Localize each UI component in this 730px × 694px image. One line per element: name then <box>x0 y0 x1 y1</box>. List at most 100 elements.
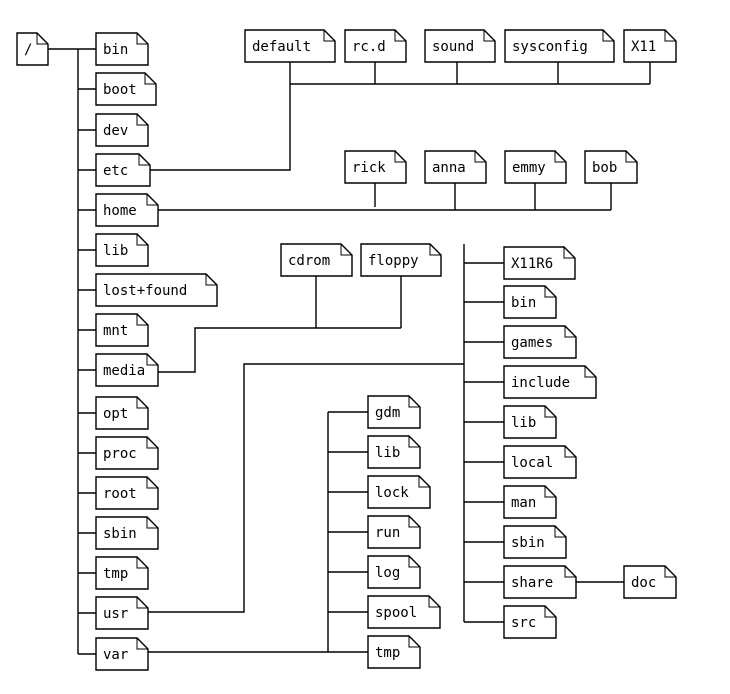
folder-node-usr-9-src: src <box>503 605 557 639</box>
folder-node-top_level-2-dev: dev <box>95 113 149 147</box>
dog-ear-icon <box>429 244 441 256</box>
node-box <box>623 565 677 599</box>
node-label: share <box>511 575 553 591</box>
node-box <box>424 150 487 184</box>
folder-node-top_level-0-bin: bin <box>95 32 149 66</box>
dog-ear-icon <box>340 244 352 256</box>
node-box <box>584 150 638 184</box>
node-box <box>95 596 149 630</box>
dog-ear-icon <box>138 154 150 166</box>
folder-node-var-4-log: log <box>367 555 421 589</box>
dog-ear-icon <box>146 194 158 206</box>
dog-ear-icon <box>408 516 420 528</box>
node-box <box>503 525 567 559</box>
node-label: anna <box>432 160 466 176</box>
node-box <box>623 29 677 63</box>
node-box <box>95 113 149 147</box>
folder-node-top_level-9-opt: opt <box>95 396 149 430</box>
node-box <box>503 246 576 280</box>
folder-node-etc-0-default: default <box>244 29 336 63</box>
node-box <box>503 485 557 519</box>
node-label: bin <box>103 42 128 58</box>
dog-ear-icon <box>554 526 566 538</box>
node-label: proc <box>103 446 137 462</box>
node-label: rick <box>352 160 386 176</box>
node-box <box>95 273 218 307</box>
dog-ear-icon <box>323 30 335 42</box>
dog-ear-icon <box>544 606 556 618</box>
folder-node-var-5-spool: spool <box>367 595 441 629</box>
folder-node-var-6-tmp: tmp <box>367 635 421 669</box>
node-label: lib <box>511 415 536 431</box>
folder-node-top_level-10-proc: proc <box>95 436 159 470</box>
node-box <box>95 556 149 590</box>
dog-ear-icon <box>584 366 596 378</box>
node-label: opt <box>103 406 128 422</box>
node-label: tmp <box>375 645 400 661</box>
folder-node-top_level-12-sbin: sbin <box>95 516 159 550</box>
node-box <box>424 29 496 63</box>
dog-ear-icon <box>146 477 158 489</box>
node-box <box>503 445 577 479</box>
folder-node-usr-8-share: share <box>503 565 577 599</box>
dog-ear-icon <box>483 30 495 42</box>
dog-ear-icon <box>144 73 156 85</box>
folder-node-etc-3-sysconfig: sysconfig <box>504 29 615 63</box>
dog-ear-icon <box>625 151 637 163</box>
folder-node-home-2-emmy: emmy <box>504 150 567 184</box>
node-label: sound <box>432 39 474 55</box>
node-box <box>16 32 49 66</box>
folder-node-media-0-cdrom: cdrom <box>280 243 353 277</box>
dog-ear-icon <box>408 436 420 448</box>
dog-ear-icon <box>602 30 614 42</box>
dog-ear-icon <box>544 286 556 298</box>
folder-node-usr-2-games: games <box>503 325 577 359</box>
node-box <box>95 516 159 550</box>
folder-node-top_level-3-etc: etc <box>95 153 151 187</box>
folder-node-usr-5-local: local <box>503 445 577 479</box>
dog-ear-icon <box>564 446 576 458</box>
node-label: home <box>103 203 137 219</box>
node-box <box>244 29 336 63</box>
folder-node-var-0-gdm: gdm <box>367 395 421 429</box>
folder-node-usr-4-lib: lib <box>503 405 557 439</box>
node-label: log <box>375 565 400 581</box>
folder-node-usr-0-x11r6: X11R6 <box>503 246 576 280</box>
node-label: media <box>103 363 145 379</box>
folder-node-top_level-1-boot: boot <box>95 72 157 106</box>
node-label: / <box>24 42 32 58</box>
node-box <box>503 365 597 399</box>
node-label: rc.d <box>352 39 386 55</box>
node-label: sysconfig <box>512 39 588 55</box>
node-label: lock <box>375 485 409 501</box>
node-label: include <box>511 375 570 391</box>
dog-ear-icon <box>394 30 406 42</box>
node-label: gdm <box>375 405 400 421</box>
node-box <box>503 565 577 599</box>
node-box <box>503 605 557 639</box>
node-label: lost+found <box>103 283 187 299</box>
folder-node-etc-1-rc-d: rc.d <box>344 29 407 63</box>
folder-node-var-3-run: run <box>367 515 421 549</box>
node-box <box>367 475 431 509</box>
node-label: lib <box>103 243 128 259</box>
dog-ear-icon <box>394 151 406 163</box>
node-label: usr <box>103 606 128 622</box>
folder-node-home-0-rick: rick <box>344 150 407 184</box>
node-box <box>367 635 421 669</box>
node-box <box>95 313 149 347</box>
dog-ear-icon <box>664 566 676 578</box>
tree-connectors <box>48 48 651 655</box>
dog-ear-icon <box>544 406 556 418</box>
dog-ear-icon <box>146 354 158 366</box>
folder-node-top_level-11-root: root <box>95 476 159 510</box>
folder-node-root-root: / <box>16 32 49 66</box>
node-label: bin <box>511 295 536 311</box>
dog-ear-icon <box>136 397 148 409</box>
dog-ear-icon <box>408 396 420 408</box>
dog-ear-icon <box>136 314 148 326</box>
folder-node-etc-4-x11: X11 <box>623 29 677 63</box>
node-box <box>95 153 151 187</box>
node-box <box>367 555 421 589</box>
